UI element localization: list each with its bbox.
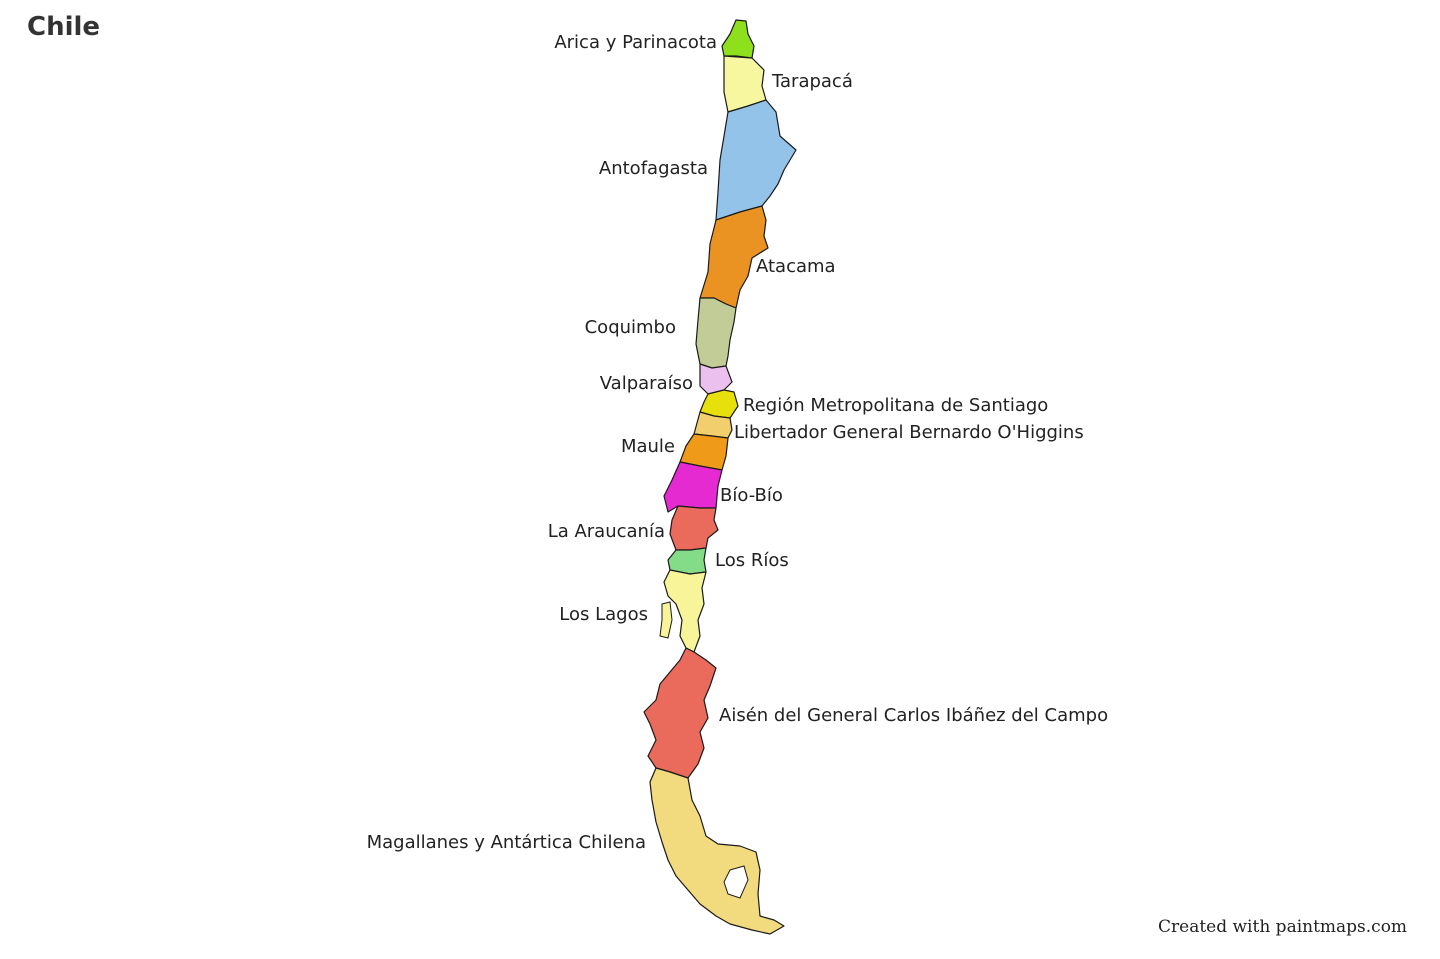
label-arica: Arica y Parinacota	[554, 32, 717, 53]
region-araucania[interactable]	[669, 505, 719, 551]
label-metropolitana: Región Metropolitana de Santiago	[743, 395, 1048, 416]
region-antofagasta[interactable]	[715, 99, 797, 221]
label-losrios: Los Ríos	[715, 550, 789, 571]
region-coquimbo[interactable]	[695, 297, 737, 369]
label-coquimbo: Coquimbo	[585, 317, 676, 338]
label-atacama: Atacama	[756, 256, 836, 277]
label-antofagasta: Antofagasta	[599, 158, 708, 179]
label-aisen: Aisén del General Carlos Ibáñez del Camp…	[719, 705, 1108, 726]
region-loslagos-chiloe[interactable]	[659, 601, 673, 639]
region-biobio[interactable]	[663, 461, 723, 513]
label-biobio: Bío-Bío	[720, 485, 783, 506]
region-losrios[interactable]	[667, 547, 707, 575]
label-ohiggins: Libertador General Bernardo O'Higgins	[734, 422, 1084, 443]
region-magallanes-island[interactable]	[723, 865, 749, 899]
map-title: Chile	[27, 12, 101, 42]
label-valparaiso: Valparaíso	[600, 373, 693, 394]
region-aisen[interactable]	[643, 647, 717, 779]
region-atacama[interactable]	[699, 205, 769, 309]
label-araucania: La Araucanía	[548, 521, 665, 542]
label-maule: Maule	[621, 436, 675, 457]
region-magallanes[interactable]	[649, 767, 785, 935]
label-magallanes: Magallanes y Antártica Chilena	[367, 832, 646, 853]
label-tarapaca: Tarapacá	[771, 71, 853, 92]
label-loslagos: Los Lagos	[559, 604, 648, 625]
region-valparaiso[interactable]	[699, 363, 733, 395]
region-arica[interactable]	[721, 19, 755, 59]
credit-text: Created with paintmaps.com	[1158, 917, 1408, 937]
